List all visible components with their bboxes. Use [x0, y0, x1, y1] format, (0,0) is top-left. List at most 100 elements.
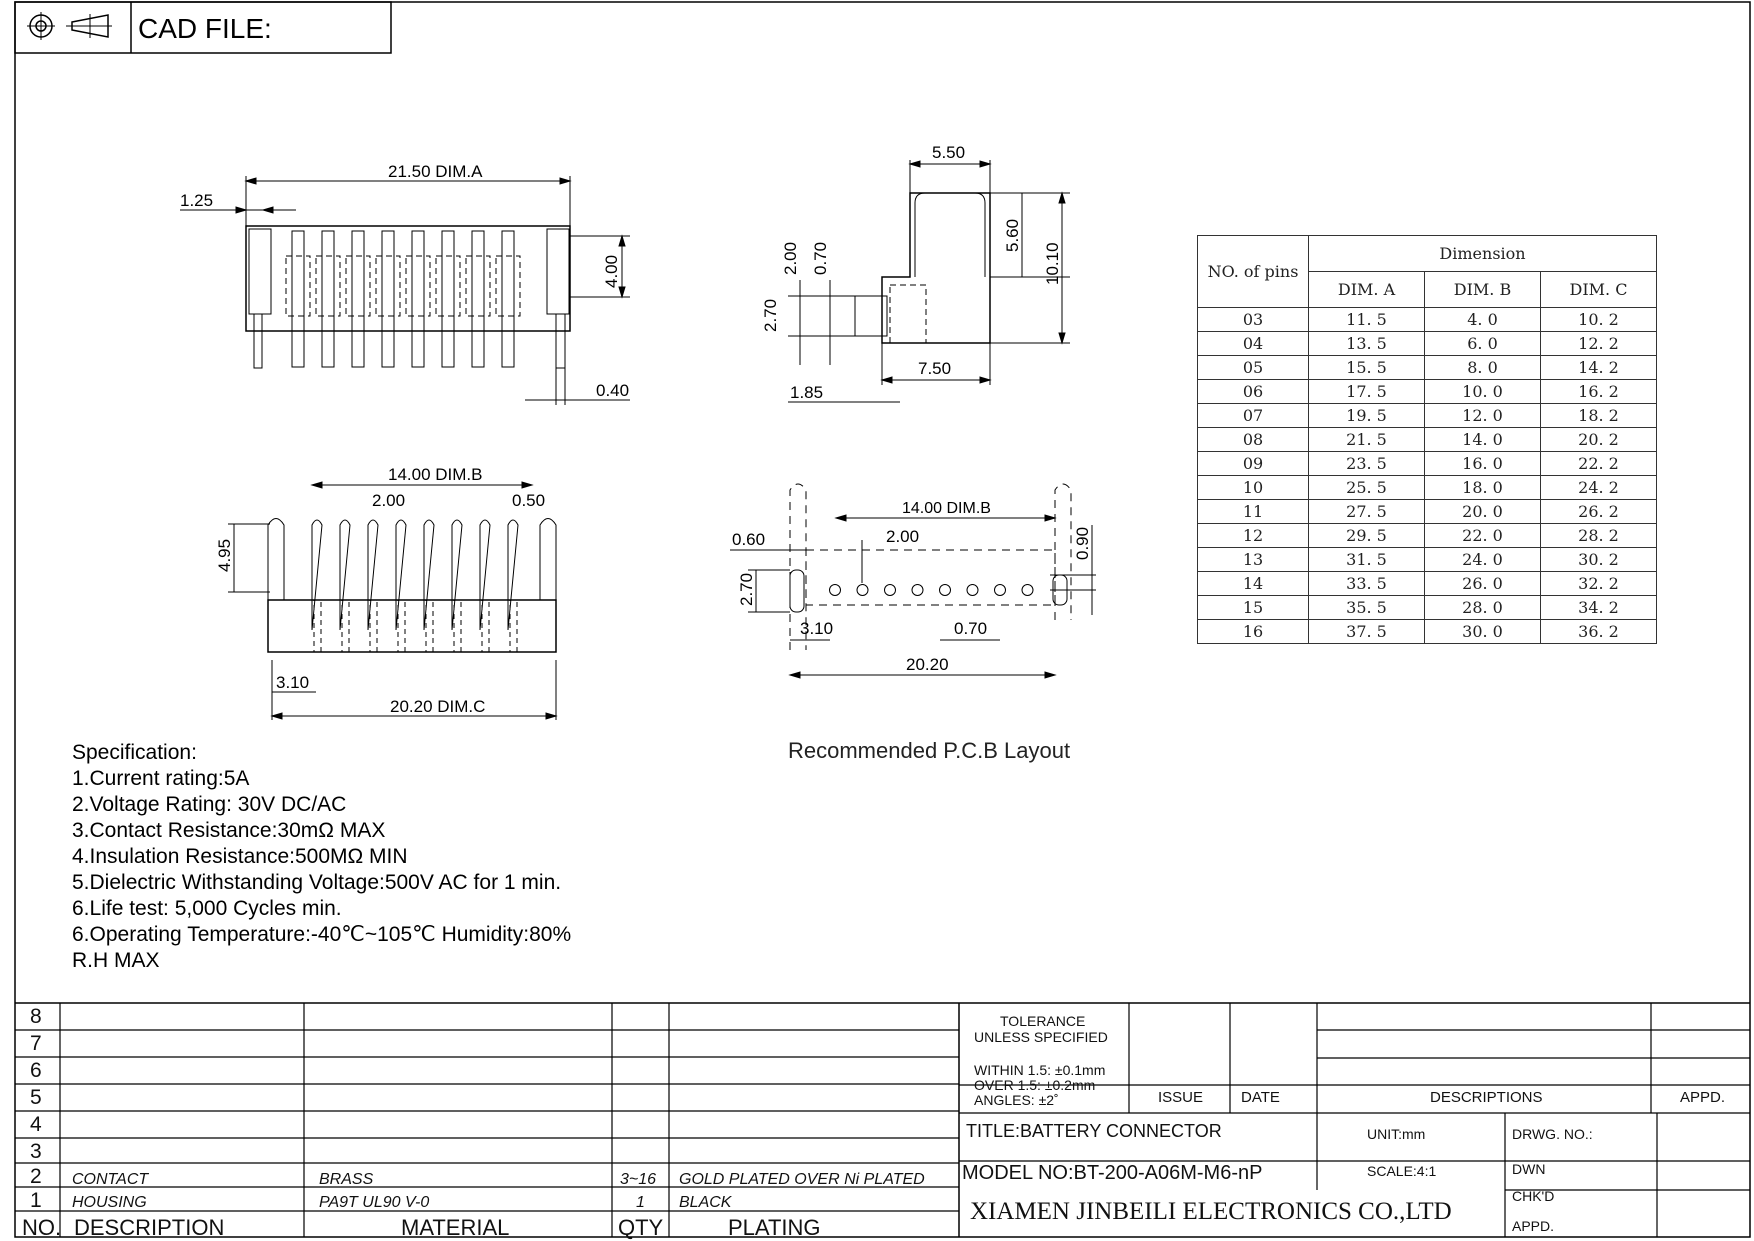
top-pin-width: 0.40	[596, 381, 629, 400]
side-h3: 2.70	[761, 299, 780, 332]
cad-file-label: CAD FILE:	[138, 13, 272, 44]
pcb-hole	[939, 584, 951, 596]
front-view-pin-slot	[509, 599, 518, 653]
dimension-cell: 18. 2	[1540, 403, 1657, 428]
bom-row-number: 2	[30, 1165, 42, 1188]
appd-sign-label: APPD.	[1512, 1218, 1555, 1234]
dimension-cell: 8. 0	[1424, 355, 1541, 380]
bom-row-number: 4	[30, 1113, 42, 1136]
pcb-hole: 0.70	[954, 619, 987, 638]
dimension-cell: 27. 5	[1308, 499, 1425, 524]
front-offset: 3.10	[276, 673, 309, 692]
top-view-peg	[253, 313, 263, 369]
top-view-pin-shroud	[405, 255, 431, 317]
dimension-cell: 21. 5	[1308, 427, 1425, 452]
pcb-right: 0.90	[1073, 527, 1092, 560]
company-name: XIAMEN JINBEILI ELECTRONICS CO.,LTD	[970, 1198, 1452, 1225]
pins-header: NO. of pins	[1197, 235, 1309, 308]
front-pin: 0.50	[512, 491, 545, 510]
top-view-pin	[411, 230, 425, 368]
pcb-total: 20.20	[906, 655, 949, 674]
pcb-hole	[856, 584, 869, 596]
bom-header-qty: QTY	[618, 1215, 664, 1240]
dimension-cell: 10. 2	[1540, 307, 1657, 332]
spec-line: R.H MAX	[72, 949, 160, 972]
bom-header-description: DESCRIPTION	[74, 1215, 225, 1240]
top-view-pin	[321, 230, 335, 368]
side-left-offset: 1.85	[790, 383, 823, 402]
bom-header-no: NO.	[22, 1215, 62, 1240]
dimension-cell: 10. 0	[1424, 379, 1541, 404]
dimension-cell: 24. 0	[1424, 547, 1541, 572]
dim-c-header: DIM. C	[1540, 271, 1657, 308]
spec-line: 6.Operating Temperature:-40℃~105℃ Humidi…	[72, 923, 572, 946]
top-view-pin	[291, 230, 305, 368]
dimension-cell: 18. 0	[1424, 475, 1541, 500]
front-pitch: 2.00	[372, 491, 405, 510]
spec-line: 5.Dielectric Withstanding Voltage:500V A…	[72, 871, 562, 894]
bom-item-1-qty: 1	[636, 1194, 645, 1211]
pcb-hole	[1021, 584, 1034, 596]
front-view-pin-slot	[397, 599, 406, 653]
scale-label: SCALE:4:1	[1367, 1163, 1437, 1179]
pcb-pitch: 2.00	[886, 527, 919, 546]
spec-line: 2.Voltage Rating: 30V DC/AC	[72, 793, 347, 816]
front-dim-b: 14.00 DIM.B	[388, 465, 483, 484]
top-view-pin-shroud	[345, 255, 371, 317]
front-height: 4.95	[215, 539, 234, 572]
bom-item-2-qty: 3~16	[620, 1171, 657, 1188]
pin-count-cell: 13	[1197, 547, 1309, 572]
dimension-cell: 25. 5	[1308, 475, 1425, 500]
tolerance-within: WITHIN 1.5: ±0.1mm	[974, 1062, 1106, 1078]
dimension-cell: 11. 5	[1308, 307, 1425, 332]
dimension-cell: 20. 2	[1540, 427, 1657, 452]
dimension-cell: 12. 0	[1424, 403, 1541, 428]
dimension-cell: 30. 2	[1540, 547, 1657, 572]
top-view-pin-shroud	[285, 255, 311, 317]
dimension-group-header: Dimension	[1308, 235, 1657, 272]
pin-count-cell: 03	[1197, 307, 1309, 332]
side-view	[788, 160, 1070, 403]
dwn-label: DWN	[1512, 1161, 1546, 1177]
spec-line: 3.Contact Resistance:30mΩ MAX	[72, 819, 386, 842]
top-view-pin	[381, 230, 395, 368]
pcb-hole	[994, 584, 1006, 596]
front-view-pin	[395, 519, 407, 631]
dimension-cell: 16. 2	[1540, 379, 1657, 404]
title-battery-connector: TITLE:BATTERY CONNECTOR	[966, 1121, 1222, 1141]
pcb-hole	[884, 584, 896, 596]
front-view	[228, 481, 558, 720]
side-h1: 2.00	[781, 242, 800, 275]
bom-item-2-plating: GOLD PLATED OVER Ni PLATED	[679, 1171, 925, 1188]
top-left-offset: 1.25	[180, 191, 213, 210]
pin-count-cell: 04	[1197, 331, 1309, 356]
pcb-offset: 3.10	[800, 619, 833, 638]
side-top-width: 5.50	[932, 143, 965, 162]
dim-b-header: DIM. B	[1424, 271, 1541, 308]
pcb-hole	[911, 584, 924, 596]
front-view-pin	[311, 519, 323, 631]
pin-count-cell: 10	[1197, 475, 1309, 500]
front-view-pin	[339, 519, 351, 631]
dimension-cell: 37. 5	[1308, 619, 1425, 644]
dimension-cell: 36. 2	[1540, 619, 1657, 644]
top-view-pin	[441, 230, 455, 368]
pin-count-cell: 15	[1197, 595, 1309, 620]
dim-a-header: DIM. A	[1308, 271, 1425, 308]
bom-row-number: 8	[30, 1005, 42, 1028]
spec-line: 6.Life test: 5,000 Cycles min.	[72, 897, 342, 920]
dimension-cell: 17. 5	[1308, 379, 1425, 404]
front-view-pin-slot	[341, 599, 350, 653]
pin-count-cell: 16	[1197, 619, 1309, 644]
top-view-pin-shroud	[465, 255, 491, 317]
bom-item-1-plating: BLACK	[679, 1194, 732, 1211]
top-view-pin-shroud	[375, 255, 401, 317]
